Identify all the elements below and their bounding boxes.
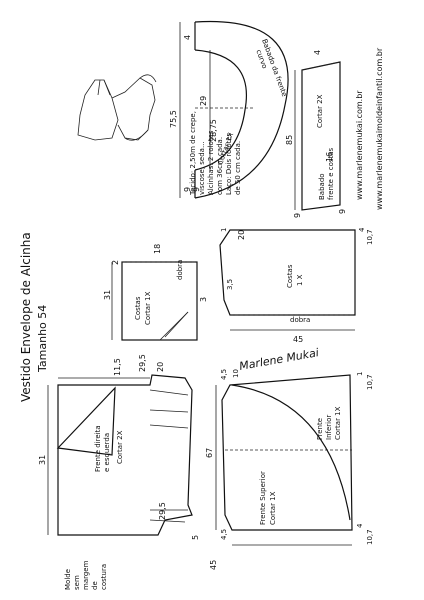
piece-straight-ruffle: 85 4 16 9 9 Cortar 2X Babado frente e co… bbox=[285, 50, 347, 218]
costas-top-b: 2 bbox=[111, 260, 120, 265]
ruffle-nine-b: 9 bbox=[192, 187, 201, 192]
skirt-back-c: 3,5 bbox=[226, 279, 234, 290]
skirt-front-c: 10,7 bbox=[366, 374, 374, 390]
skirt-back-width: 45 bbox=[293, 335, 303, 344]
bodice-e: 5 bbox=[191, 535, 200, 540]
bodice-c: 20 bbox=[156, 362, 165, 372]
skirt-front-inf-extra: Inferior bbox=[325, 415, 333, 440]
straight-top: 4 bbox=[313, 50, 322, 55]
fabric-note-line6: de 50 cm cada. bbox=[234, 141, 242, 195]
piece-costas-top: 31 18 3 2 dobra Costas Cortar 1X bbox=[103, 244, 208, 341]
skirt-back-f: 10,7 bbox=[366, 229, 374, 245]
skirt-front-d: 4 bbox=[356, 523, 364, 528]
skirt-back-piece-cut: 1 X bbox=[296, 274, 304, 286]
website-url-a: www.marlenemukai.com.br bbox=[355, 90, 364, 200]
fabric-note-line4: com 36cm cada. bbox=[216, 137, 224, 195]
bodice-a: 11,5 bbox=[113, 358, 122, 376]
skirt-front-inf-name: Frente bbox=[316, 418, 324, 440]
skirt-front-b: 1 bbox=[356, 372, 364, 376]
skirt-front-height: 67 bbox=[205, 448, 214, 458]
straight-piece-cut: Cortar 2X bbox=[316, 94, 324, 128]
skirt-back-fold: dobra bbox=[290, 316, 310, 324]
costas-top-piece-name: Costas bbox=[134, 296, 142, 320]
skirt-front-e: 4,5 bbox=[220, 529, 228, 540]
pattern-title: Vestido Envelope de Alcinha Tamanho 54 bbox=[19, 232, 49, 402]
costas-top-height: 31 bbox=[103, 290, 112, 300]
bodice-d: 29,5 bbox=[158, 502, 167, 520]
piece-front-skirt: 67 45 10 4,5 1 10,7 4 4,5 10,7 Frente In… bbox=[205, 369, 374, 570]
skirt-front-sup-cut: Cortar 1X bbox=[269, 491, 277, 525]
ruffle-nine-a: 9 bbox=[183, 187, 192, 192]
piece-front-bodice: 31 11,5 29,5 20 29,5 5 Frente direita e … bbox=[38, 354, 200, 590]
ruffle-width: 29 bbox=[199, 96, 208, 106]
seam-note-line1: Molde bbox=[64, 569, 72, 590]
title-line1: Vestido Envelope de Alcinha bbox=[19, 232, 33, 402]
bodice-piece-cut: Cortar 2X bbox=[116, 430, 124, 464]
skirt-front-width: 45 bbox=[209, 560, 218, 570]
skirt-front-inf-cut: Cortar 1X bbox=[334, 406, 342, 440]
bodice-piece-name: Frente direita bbox=[94, 425, 102, 472]
fabric-note-line1: Tecido: 2,50m de crepe, bbox=[189, 111, 197, 196]
skirt-back-top: 20 bbox=[237, 230, 246, 240]
costas-top-fold: dobra bbox=[176, 260, 184, 280]
costas-top-a: 3 bbox=[199, 297, 208, 302]
skirt-back-e: 4 bbox=[358, 227, 366, 232]
skirt-back-piece-name: Costas bbox=[286, 264, 294, 288]
ruffle-small: 4 bbox=[183, 35, 192, 40]
costas-top-piece-cut: Cortar 1X bbox=[144, 291, 152, 325]
fabric-note-line3: Alcinhas: 2 rolotes bbox=[207, 130, 215, 195]
straight-width: 16 bbox=[325, 152, 334, 162]
skirt-back-d: 1 bbox=[220, 228, 228, 232]
ruffle-outer-length: 75,5 bbox=[169, 110, 178, 128]
seam-note-line2: sem bbox=[73, 575, 81, 590]
bodice-b: 29,5 bbox=[138, 354, 147, 372]
seam-note-line3: margem bbox=[82, 560, 90, 590]
signature: Marlene Mukai bbox=[238, 346, 319, 373]
straight-piece-extra: frente e costas bbox=[327, 147, 335, 200]
skirt-front-top: 10 bbox=[232, 369, 240, 378]
title-line2: Tamanho 54 bbox=[36, 305, 49, 373]
straight-nine-b: 9 bbox=[338, 209, 347, 214]
dress-sketch bbox=[77, 74, 157, 141]
costas-top-width: 18 bbox=[153, 244, 162, 254]
skirt-front-sup-name: Frente Superior bbox=[259, 471, 267, 525]
straight-nine-a: 9 bbox=[293, 213, 302, 218]
seam-note-line5: costura bbox=[100, 564, 108, 590]
bodice-height: 31 bbox=[38, 455, 47, 465]
ruffle-inner-length: 28,75 bbox=[209, 119, 218, 142]
straight-piece-name: Babado bbox=[318, 173, 326, 200]
bodice-piece-extra: e esquerda bbox=[103, 433, 111, 472]
skirt-front-a: 4,5 bbox=[220, 369, 228, 380]
skirt-front-f: 10,7 bbox=[366, 529, 374, 545]
piece-costas-skirt: 45 20 3,5 1 4 10,7 dobra Costas 1 X bbox=[219, 227, 374, 344]
seam-note-line4: de bbox=[91, 581, 99, 590]
website-url-b: www.marlenemukaimoldeinfantil.com.br bbox=[375, 47, 384, 210]
straight-length: 85 bbox=[285, 135, 294, 145]
fabric-note-line5: Laço: Dois rolotes bbox=[225, 132, 233, 195]
